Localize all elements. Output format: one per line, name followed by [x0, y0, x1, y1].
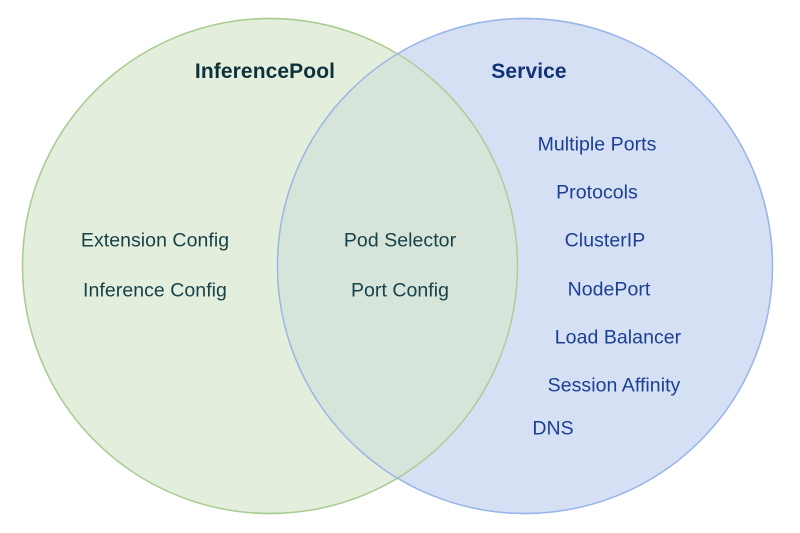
item-clusterip: ClusterIP: [564, 229, 646, 252]
item-multiple-ports: Multiple Ports: [537, 133, 657, 156]
circle-service-outline: [276, 17, 774, 515]
set-title-inferencepool: InferencePool: [194, 60, 336, 83]
circle-inferencepool-outline: [21, 17, 519, 515]
item-nodeport: NodePort: [567, 278, 651, 301]
item-dns: DNS: [532, 417, 574, 440]
item-load-balancer: Load Balancer: [554, 326, 682, 349]
item-port-config: Port Config: [350, 279, 450, 302]
item-session-affinity: Session Affinity: [547, 374, 681, 397]
item-protocols: Protocols: [556, 181, 638, 204]
item-inference-config: Inference Config: [83, 279, 227, 302]
circle-intersection: [277, 18, 518, 514]
item-extension-config: Extension Config: [80, 229, 230, 252]
set-title-service: Service: [491, 60, 567, 83]
item-pod-selector: Pod Selector: [343, 229, 457, 252]
